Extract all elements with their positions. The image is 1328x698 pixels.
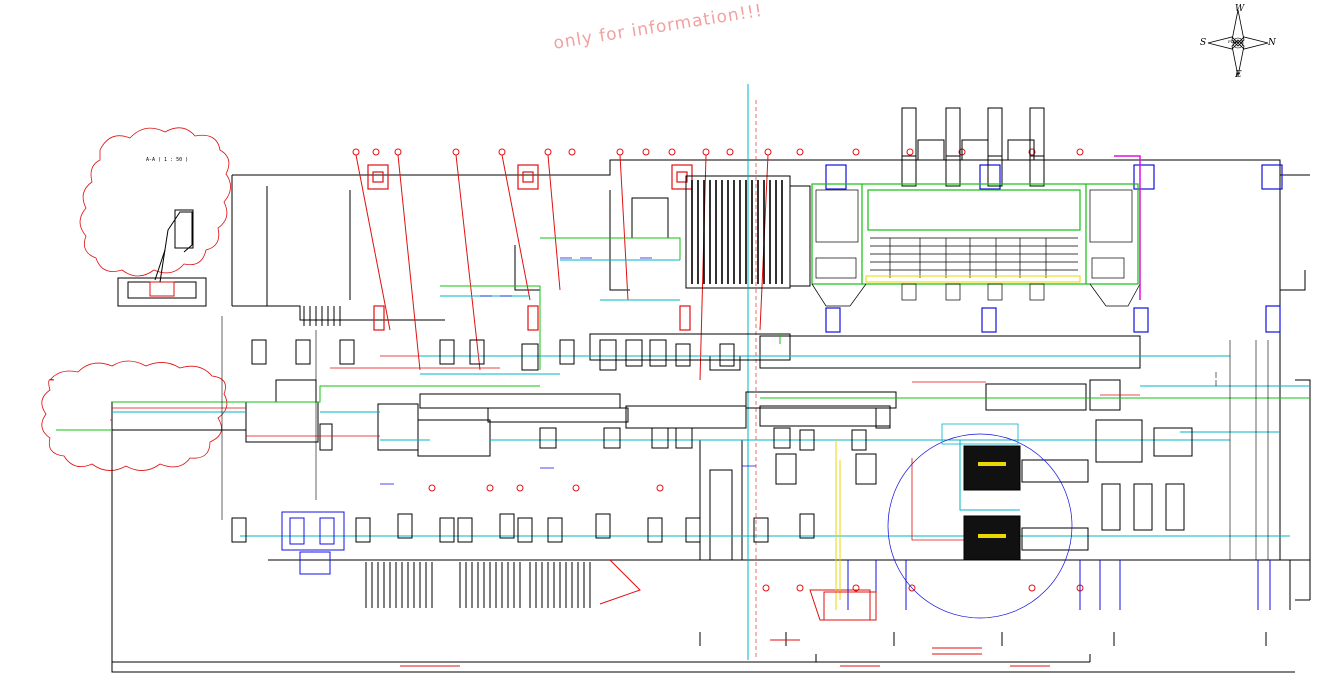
yellow-guide: [835, 440, 841, 610]
blue-boxes-top: [825, 164, 1283, 333]
compass-east-label: N: [1268, 38, 1276, 48]
building-outline: [111, 159, 1311, 673]
furnace-details: [811, 189, 1141, 307]
compass-south-label: E: [1235, 70, 1242, 80]
column-markers-top: [352, 148, 1084, 381]
detail-a-a-machine: [117, 209, 207, 307]
dimension-ticks: [112, 632, 1267, 663]
stands-bottom-row: [231, 513, 815, 543]
cooling-bed: [631, 175, 811, 289]
stands-lower: [539, 407, 891, 485]
stands-upper: [251, 339, 735, 371]
shear-units: [963, 419, 1193, 561]
entry-cloud: [41, 360, 228, 471]
compass-center-label: PLANT: [1228, 39, 1243, 44]
detail-label: A-A ( 1 : 50 ): [146, 157, 188, 163]
furnace-stacks: [901, 107, 1045, 187]
left-dimension-lines: [221, 316, 317, 520]
furnace-building: [811, 183, 1139, 285]
cyan-frame: [941, 423, 1019, 445]
compass-west-label: S: [1200, 38, 1207, 48]
magenta-pipe: [1114, 155, 1141, 300]
lower-columns: [847, 560, 1271, 610]
hydraulic-unit: [281, 511, 345, 575]
compass-icon: [1207, 9, 1269, 77]
main-line-green: [56, 237, 1310, 431]
storage-racks: [303, 306, 591, 608]
cyan-label-markers: [380, 257, 756, 485]
red-boxes-top: [367, 164, 693, 331]
detail-cloud-a: [79, 127, 231, 277]
yellow-hatch: [865, 275, 1081, 283]
right-dimension-lines: [1215, 340, 1269, 560]
compass-north-label: W: [1235, 4, 1245, 14]
dimension-labels-red: [400, 639, 1050, 667]
turn-circle: [887, 433, 1073, 619]
red-frame-right: [823, 591, 877, 621]
